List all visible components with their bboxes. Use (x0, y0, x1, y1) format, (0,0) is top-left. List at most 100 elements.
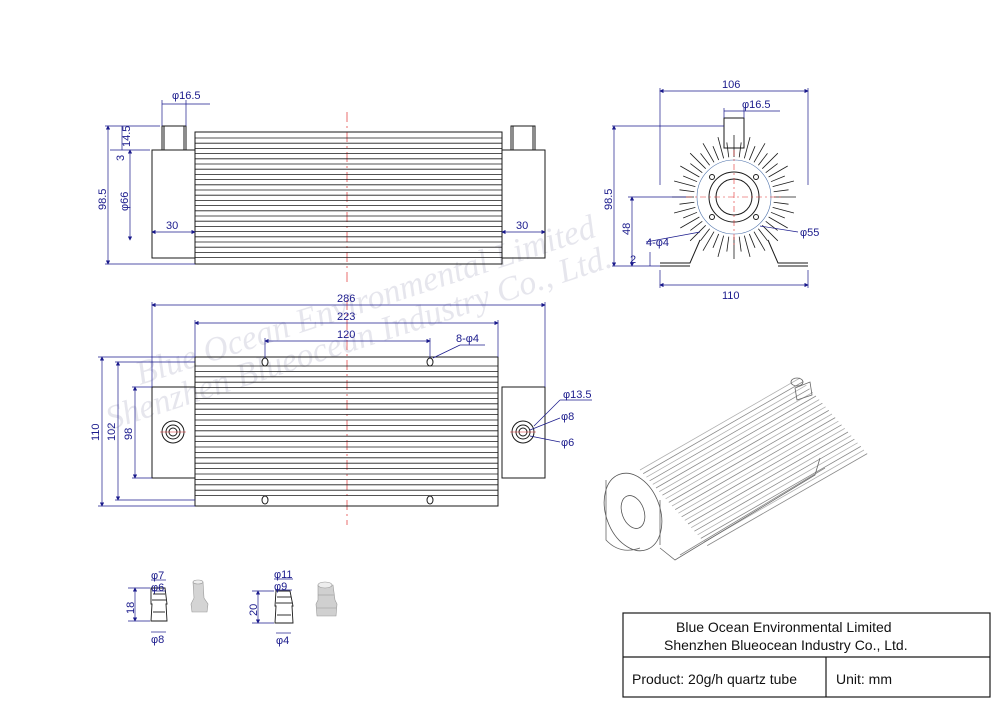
fin-line (748, 233, 756, 248)
fitting-1-dimensions (128, 579, 166, 633)
fin-line (646, 384, 807, 478)
top-holes-label: 8-φ4 (456, 333, 479, 345)
fin-line (652, 392, 813, 485)
fin-line (726, 236, 730, 252)
side-foot-height-label: 2 (630, 254, 636, 266)
fin-line (726, 142, 730, 158)
fin-line (773, 201, 789, 205)
fin-line (765, 221, 778, 231)
fin-line (770, 211, 785, 219)
fin-line (702, 143, 715, 163)
company-name-en: Blue Ocean Environmental Limited (676, 619, 892, 635)
fin-line (691, 435, 852, 528)
fin-line (674, 206, 696, 214)
fin-line (712, 146, 720, 161)
front-port-height-label: 14.5 (121, 126, 133, 147)
fin-line (684, 428, 845, 521)
fin-line (680, 165, 700, 178)
fin-line (639, 377, 801, 471)
fitting-2-dimensions (252, 578, 293, 634)
front-body-diameter-label: φ66 (119, 192, 131, 211)
top-body-length-label: 223 (337, 311, 355, 323)
fin-line (738, 236, 742, 252)
fin-line (738, 142, 742, 158)
fin-line (683, 175, 698, 183)
fin-line (772, 206, 794, 214)
fin-line (690, 221, 703, 231)
fitting-1-bottom-diameter-label: φ8 (151, 634, 164, 646)
top-total-height-label: 110 (90, 423, 102, 441)
fin-line (689, 225, 706, 242)
fin-line (683, 211, 698, 219)
fin-line (758, 228, 768, 241)
fin-line (671, 413, 833, 507)
fin-line (674, 180, 696, 188)
fin-line (700, 446, 861, 539)
top-outer-diameter-label: φ13.5 (563, 389, 592, 401)
fin-line (758, 153, 768, 166)
fin-line (717, 137, 725, 159)
fin-line (649, 388, 810, 482)
fin-line (773, 189, 789, 193)
side-port-diameter-label: φ16.5 (742, 99, 771, 111)
fin-line (707, 453, 868, 546)
fitting-2-height-label: 20 (248, 604, 260, 616)
fitting-2-top-diameter-label: φ11 (274, 569, 293, 581)
side-feet-width-label: 110 (722, 290, 740, 302)
fin-line (679, 189, 695, 193)
top-total-length-label: 286 (337, 293, 355, 305)
fin-line (687, 431, 849, 525)
fin-line (753, 231, 766, 251)
watermark-line2: Shenzhen Blueocean Industry Co., Ltd. (101, 239, 616, 438)
top-inner-height-label: 98 (123, 428, 135, 440)
fin-line (768, 165, 788, 178)
fin-line (743, 235, 751, 257)
fitting-1 (150, 587, 168, 622)
top-inner-diameter-label: φ6 (561, 437, 574, 449)
side-total-height-label: 98.5 (603, 189, 615, 210)
top-holes-spacing-label: 120 (337, 329, 355, 341)
fin-line (743, 137, 751, 159)
fin-line (748, 146, 756, 161)
title-block (622, 612, 991, 698)
fin-line (768, 216, 788, 229)
front-view-dimensions (105, 100, 546, 265)
fin-line (680, 216, 700, 229)
fitting-1-render (190, 579, 209, 613)
fin-line (694, 438, 855, 532)
front-total-height-label: 98.5 (97, 189, 109, 210)
fin-line (772, 180, 794, 188)
fin-line (675, 417, 836, 510)
front-right-cap-width-label: 30 (516, 220, 528, 232)
fin-line (762, 225, 779, 242)
fin-line (662, 402, 823, 496)
fin-line (770, 175, 785, 183)
side-top-width-label: 106 (722, 79, 740, 91)
fitting-1-mid-diameter-label: φ6 (151, 582, 164, 594)
fin-line (681, 424, 842, 518)
fitting-2-bottom-diameter-label: φ4 (276, 635, 289, 647)
front-small-height-label: 3 (115, 155, 127, 161)
fin-line (702, 231, 715, 251)
top-body-height-label: 102 (106, 423, 118, 441)
side-axis-height-label: 48 (621, 223, 633, 235)
fin-line (655, 395, 817, 489)
top-mid-diameter-label: φ8 (561, 411, 574, 423)
side-hole-label: 4-φ4 (646, 237, 669, 249)
fitting-2 (274, 590, 294, 624)
fitting-1-height-label: 18 (125, 602, 137, 614)
top-view-dimensions (98, 302, 592, 507)
fin-line (690, 163, 703, 173)
fitting-2-render (315, 581, 338, 617)
fin-line (712, 233, 720, 248)
company-name-cn: Shenzhen Blueocean Industry Co., Ltd. (664, 637, 908, 653)
front-left-cap-width-label: 30 (166, 220, 178, 232)
front-port-diameter-label: φ16.5 (172, 90, 201, 102)
side-core-diameter-label: φ55 (800, 227, 819, 239)
side-view-dimensions (611, 88, 809, 288)
fitting-2-mid-diameter-label: φ9 (274, 581, 287, 593)
side-view (660, 117, 808, 267)
fin-line (689, 152, 706, 169)
fin-line (679, 201, 695, 205)
